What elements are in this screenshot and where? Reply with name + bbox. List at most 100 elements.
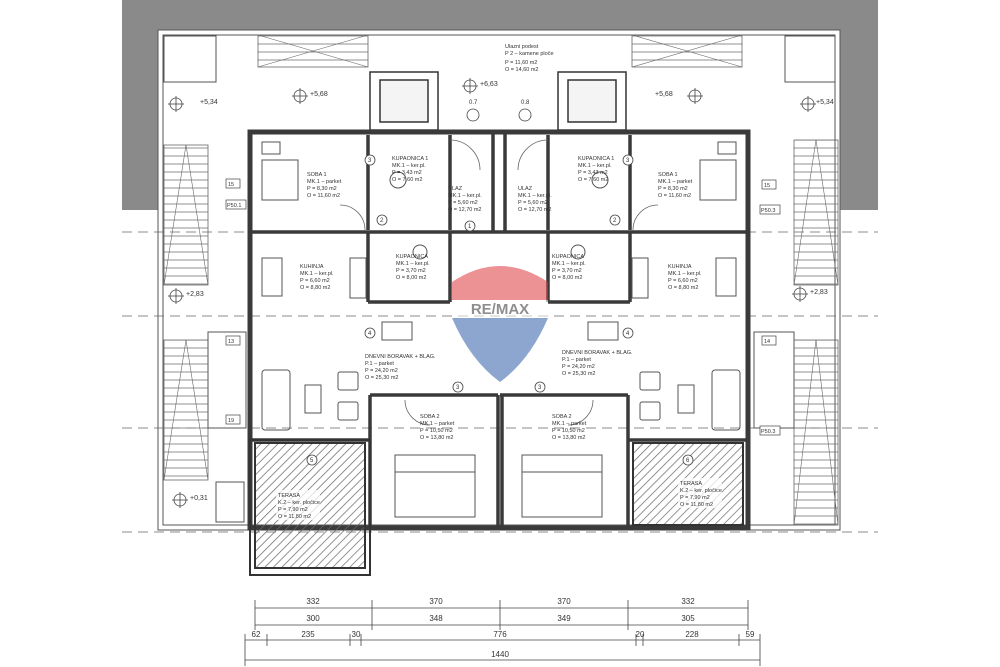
svg-text:TERASA: TERASA [278, 493, 300, 499]
svg-text:MK.1 – ker.pl.: MK.1 – ker.pl. [668, 271, 702, 277]
svg-text:SOBA 1: SOBA 1 [658, 172, 678, 178]
level-mid-left: +2,83 [186, 291, 204, 298]
room-soba2-right: SOBA 2 MK.1 – parket P = 10,50 m2 O = 13… [552, 414, 587, 441]
svg-text:O = 8,00 m2: O = 8,00 m2 [552, 275, 582, 281]
svg-text:MK.1 – ker.pl.: MK.1 – ker.pl. [396, 261, 430, 267]
svg-text:P = 10,50 m2: P = 10,50 m2 [552, 428, 585, 434]
svg-text:KUPAONICA 1: KUPAONICA 1 [578, 156, 614, 162]
svg-text:P50.3: P50.3 [761, 208, 775, 214]
level-far-right: +5,34 [816, 99, 834, 106]
level-top-right: +5,68 [655, 91, 673, 98]
svg-text:15: 15 [228, 182, 234, 188]
svg-text:O = 12,70 m2: O = 12,70 m2 [448, 207, 481, 213]
svg-text:SOBA 1: SOBA 1 [307, 172, 327, 178]
svg-text:MK.1 – parket: MK.1 – parket [420, 421, 455, 427]
svg-text:K.2 – ker. pločice: K.2 – ker. pločice [680, 488, 722, 494]
door-tag: 4 [368, 331, 372, 337]
door-tag: 3 [626, 158, 630, 164]
svg-text:DNEVNI BORAVAK + BLAG.: DNEVNI BORAVAK + BLAG. [562, 350, 633, 356]
svg-text:P = 6,60 m2: P = 6,60 m2 [300, 278, 330, 284]
level-markers [168, 78, 816, 508]
roof-stairs [163, 34, 839, 526]
svg-text:O = 13,80 m2: O = 13,80 m2 [552, 435, 585, 441]
svg-text:P.1 – parket: P.1 – parket [562, 357, 591, 363]
svg-text:ULAZ: ULAZ [518, 186, 533, 192]
level-bottom-left: +0,31 [190, 495, 208, 502]
svg-text:MK.1 – ker.pl.: MK.1 – ker.pl. [552, 261, 586, 267]
svg-text:15: 15 [764, 183, 770, 189]
dim-row3: 20 [636, 630, 645, 639]
dim-row1: 332 [681, 597, 695, 606]
door-tag: 3 [538, 385, 542, 391]
door-tag: 2 [380, 218, 384, 224]
svg-text:K.2 – ker. pločice: K.2 – ker. pločice [278, 500, 320, 506]
svg-text:TERASA: TERASA [680, 481, 702, 487]
door-tag: 3 [456, 385, 460, 391]
svg-text:P = 3,70 m2: P = 3,70 m2 [396, 268, 426, 274]
door-tag: 1 [468, 224, 472, 230]
room-kuhinja-right: KUHINJA MK.1 – ker.pl. P = 6,60 m2 O = 8… [668, 264, 702, 291]
svg-text:KUPAONICA: KUPAONICA [552, 254, 584, 260]
roof-label-line2: P 2 – kamene ploče [505, 51, 554, 57]
room-terasa-right: TERASA K.2 – ker. pločice P = 7,90 m2 O … [678, 478, 722, 508]
dim-row2: 349 [557, 614, 571, 623]
door-tag: 5 [310, 458, 314, 464]
dim-row3: 235 [301, 630, 315, 639]
dim-row2: 300 [306, 614, 320, 623]
dimension-labels: 332 370 370 332 300 348 349 305 62 235 3… [252, 597, 755, 659]
svg-text:MK.1 – ker.pl.: MK.1 – ker.pl. [518, 193, 552, 199]
svg-text:P = 24,20 m2: P = 24,20 m2 [365, 368, 398, 374]
door-mark-2: 0.8 [521, 100, 530, 106]
door-tag: 3 [368, 158, 372, 164]
svg-text:MK.1 – ker.pl.: MK.1 – ker.pl. [392, 163, 426, 169]
svg-text:KUHINJA: KUHINJA [300, 264, 324, 270]
svg-text:KUHINJA: KUHINJA [668, 264, 692, 270]
room-soba1-right: SOBA 1 MK.1 – parket P = 8,30 m2 O = 11,… [658, 172, 693, 199]
svg-text:13: 13 [228, 339, 234, 345]
svg-text:O = 11,80 m2: O = 11,80 m2 [278, 514, 311, 520]
svg-text:O = 8,80 m2: O = 8,80 m2 [300, 285, 330, 291]
dim-row2: 348 [429, 614, 443, 623]
door-tag: 4 [626, 331, 630, 337]
level-labels: +5,68 +5,68 +5,34 +5,34 +6,63 +2,83 +2,8… [186, 81, 834, 502]
dim-row3: 30 [352, 630, 361, 639]
level-top-left: +5,68 [310, 91, 328, 98]
svg-text:MK.1 – ker.pl.: MK.1 – ker.pl. [578, 163, 612, 169]
svg-text:P = 8,30 m2: P = 8,30 m2 [658, 186, 688, 192]
dim-row3: 59 [746, 630, 755, 639]
svg-text:P = 3,43 m2: P = 3,43 m2 [392, 170, 422, 176]
svg-text:19: 19 [228, 418, 234, 424]
svg-text:DNEVNI BORAVAK + BLAG.: DNEVNI BORAVAK + BLAG. [365, 354, 436, 360]
remax-watermark: RE/MAX [452, 266, 548, 382]
room-kup1-right: KUPAONICA 1 MK.1 – ker.pl. P = 3,43 m2 O… [578, 156, 614, 183]
level-mid-right: +2,83 [810, 289, 828, 296]
dim-row3: 62 [252, 630, 261, 639]
door-tag: 2 [613, 218, 617, 224]
svg-text:O = 8,00 m2: O = 8,00 m2 [396, 275, 426, 281]
svg-text:P = 7,90 m2: P = 7,90 m2 [278, 507, 308, 513]
room-kup-left: KUPAONICA MK.1 – ker.pl. P = 3,70 m2 O =… [396, 254, 430, 281]
room-ulaz-left: ULAZ MK.1 – ker.pl. P = 5,60 m2 O = 12,7… [448, 186, 482, 213]
room-dnevni-left: DNEVNI BORAVAK + BLAG. P.1 – parket P = … [365, 354, 436, 381]
room-labels: SOBA 1 MK.1 – parket P = 8,30 m2 O = 11,… [276, 156, 722, 520]
door-swings [339, 139, 659, 426]
svg-text:KUPAONICA 1: KUPAONICA 1 [392, 156, 428, 162]
svg-text:SOBA 2: SOBA 2 [420, 414, 440, 420]
furniture [261, 141, 741, 518]
svg-text:O = 11,60 m2: O = 11,60 m2 [307, 193, 340, 199]
svg-text:MK.1 – parket: MK.1 – parket [307, 179, 342, 185]
lift-shafts [369, 71, 627, 131]
svg-text:MK.1 – parket: MK.1 – parket [658, 179, 693, 185]
svg-text:O = 7,60 m2: O = 7,60 m2 [578, 177, 608, 183]
roof-area [122, 0, 878, 210]
svg-text:P = 5,60 m2: P = 5,60 m2 [448, 200, 478, 206]
dim-total: 1440 [491, 650, 509, 659]
svg-text:O = 11,80 m2: O = 11,80 m2 [680, 502, 713, 508]
dim-row1: 370 [429, 597, 443, 606]
svg-text:P = 8,30 m2: P = 8,30 m2 [307, 186, 337, 192]
svg-text:MK.1 – ker.pl.: MK.1 – ker.pl. [448, 193, 482, 199]
room-soba1-left: SOBA 1 MK.1 – parket P = 8,30 m2 O = 11,… [307, 172, 342, 199]
room-terasa-left: TERASA K.2 – ker. pločice P = 7,90 m2 O … [276, 490, 320, 520]
svg-text:P = 3,43 m2: P = 3,43 m2 [578, 170, 608, 176]
